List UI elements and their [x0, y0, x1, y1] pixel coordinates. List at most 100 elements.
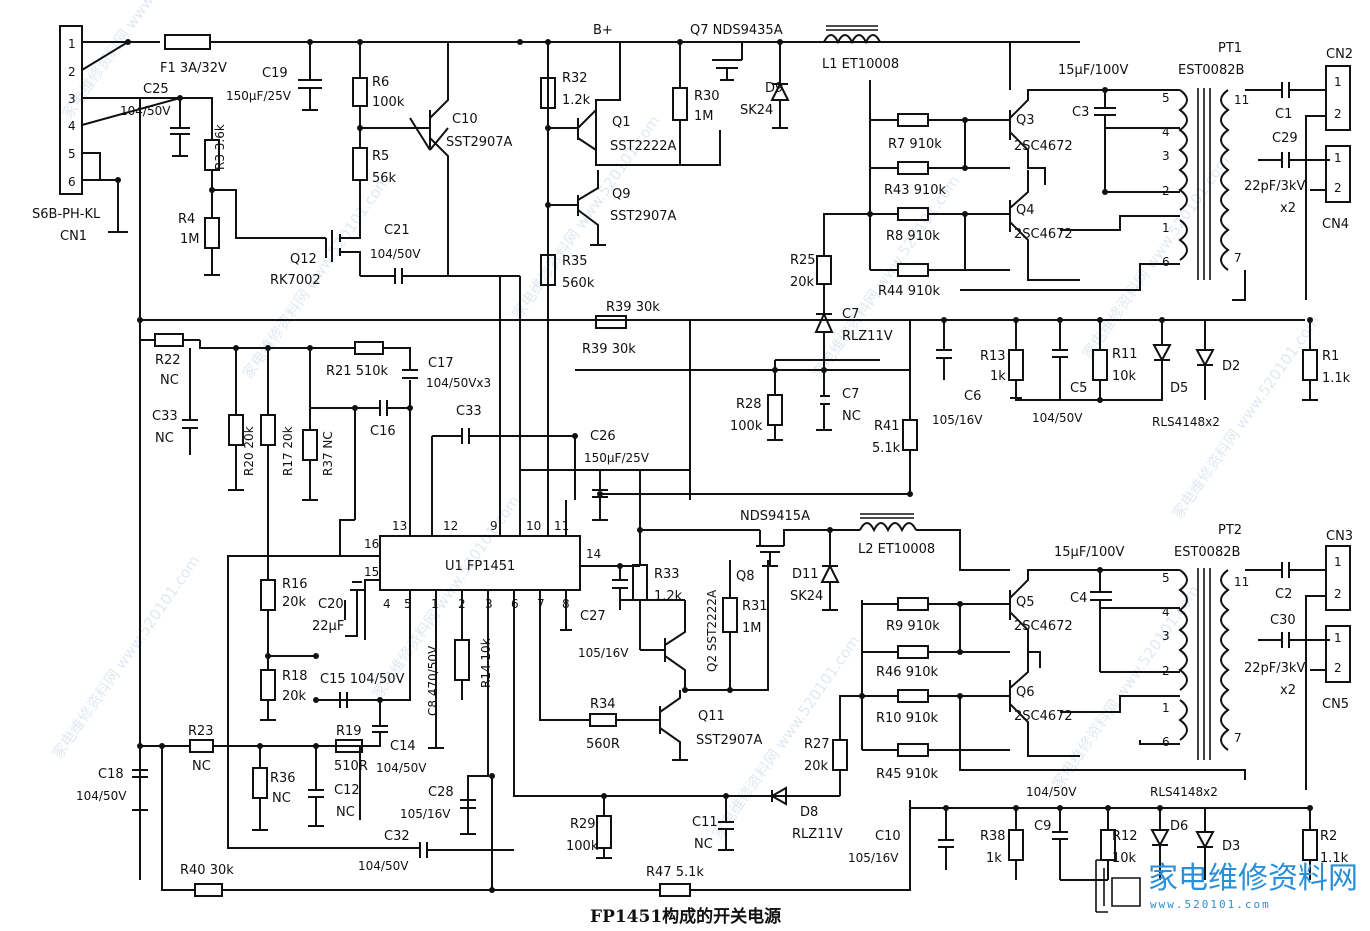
r38-label: R38 — [980, 829, 1006, 844]
c12-value: NC — [336, 805, 355, 820]
c10b-value: 105/16V — [848, 851, 899, 865]
r30-label: R30 — [694, 89, 720, 104]
connector-cn3 — [1325, 545, 1351, 611]
r36-value: NC — [272, 791, 291, 806]
resistor-r5 — [352, 147, 368, 181]
c6-label: C6 — [964, 389, 981, 404]
c27-label: C27 — [580, 609, 606, 624]
q7-label: Q7 NDS9435A — [690, 23, 783, 38]
pt-pin: 11 — [1234, 93, 1249, 107]
q9-label: Q9 — [612, 187, 631, 202]
r43-label: R43 910k — [884, 183, 947, 198]
q5-label: Q5 — [1016, 595, 1035, 610]
r27-value: 20k — [804, 759, 829, 774]
pt1-cap: 15μF/100V — [1058, 63, 1128, 78]
cn5-label: CN5 — [1322, 697, 1349, 712]
resistor-r40 — [194, 883, 223, 897]
c10b-label: C10 — [875, 829, 901, 844]
r3-label: R3 3.6k — [213, 124, 227, 170]
r37-label: R37 NC — [321, 431, 335, 476]
r20-label: R20 20k — [242, 426, 256, 476]
resistor-r39 — [595, 315, 627, 329]
pt-pin: 4 — [1162, 605, 1170, 619]
q3-part: 2SC4672 — [1014, 139, 1073, 154]
resistor-r46 — [897, 645, 929, 659]
r31-label: R31 — [742, 599, 768, 614]
pt-pin: 7 — [1234, 251, 1242, 265]
r9-label: R9 910k — [886, 619, 940, 634]
resistor-r32 — [540, 77, 556, 109]
c17-label: C17 — [428, 356, 454, 371]
r14-label: R14 10k — [479, 638, 493, 688]
r4-label: R4 — [178, 212, 195, 227]
hv2-label: 22pF/3kV — [1244, 661, 1305, 676]
r12-label: R12 — [1112, 829, 1138, 844]
r11-label: R11 — [1112, 347, 1138, 362]
resistor-r10 — [897, 689, 929, 703]
r34-label: R34 — [590, 697, 616, 712]
r27-label: R27 — [804, 737, 830, 752]
q12-part: RK7002 — [270, 273, 321, 288]
l1-label: L1 ET10008 — [822, 57, 899, 72]
cn3-label: CN3 — [1326, 529, 1353, 544]
r13-label: R13 — [980, 349, 1006, 364]
c28-value: 105/16V — [400, 807, 451, 821]
watermark: 家电维修资料网 www.520101.com — [1049, 582, 1204, 792]
pin-label: 3 — [68, 92, 76, 106]
logo-url: www.520101.com — [1150, 898, 1271, 911]
r8-label: R8 910k — [886, 229, 940, 244]
c19-value: 150μF/25V — [226, 89, 292, 103]
r46-label: R46 910k — [876, 665, 939, 680]
d3-label: D3 — [1222, 839, 1240, 854]
resistor-r41 — [902, 419, 918, 451]
resistor-r17 — [260, 414, 276, 446]
c10-part: SST2907A — [446, 135, 513, 150]
ic-pin: 12 — [443, 519, 458, 533]
resistor-r13 — [1008, 349, 1024, 381]
hv1-label: 22pF/3kV — [1244, 179, 1305, 194]
pt-pin: 6 — [1162, 735, 1170, 749]
resistor-r37 — [302, 429, 318, 461]
cn-pin: 2 — [1334, 107, 1342, 121]
r16-value: 20k — [282, 595, 307, 610]
ic-pin: 10 — [526, 519, 541, 533]
ic-pin: 1 — [431, 597, 439, 611]
c16-label: C16 — [370, 424, 396, 439]
c5-value: 104/50V — [1032, 411, 1083, 425]
r39-full: R39 30k — [582, 342, 636, 357]
c18-value: 104/50V — [76, 789, 127, 803]
fuse-f1 — [164, 34, 211, 50]
ic-pin: 5 — [404, 597, 412, 611]
ic-pin: 9 — [490, 519, 498, 533]
resistor-r31 — [722, 597, 738, 633]
r19-value: 510R — [334, 759, 368, 774]
c19-label: C19 — [262, 66, 288, 81]
c32-value: 104/50V — [358, 859, 409, 873]
q1-part: SST2222A — [610, 139, 677, 154]
cn-pin: 1 — [1334, 555, 1342, 569]
c2-label: C2 — [1275, 587, 1292, 602]
c21-value: 104/50V — [370, 247, 421, 261]
resistor-r33 — [632, 564, 648, 601]
logo-text: 家电维修资料网 — [1148, 861, 1358, 896]
ic-pin: 16 — [364, 537, 379, 551]
r33-label: R33 — [654, 567, 680, 582]
r39-label: R39 30k — [606, 300, 660, 315]
resistor-r14 — [454, 639, 470, 681]
c25-value: 104/50V — [120, 104, 171, 118]
c5-label: C5 — [1070, 381, 1087, 396]
cn-pin: 1 — [1334, 631, 1342, 645]
r41-label: R41 — [874, 419, 900, 434]
fuse-label: F1 3A/32V — [160, 61, 227, 76]
cn2-label: CN2 — [1326, 47, 1353, 62]
pt1-pins: 5 4 3 2 1 6 11 7 — [1162, 91, 1249, 269]
pt-pin: 1 — [1162, 701, 1170, 715]
d5-part: RLS4148x2 — [1152, 415, 1220, 429]
resistor-r22 — [154, 333, 184, 347]
resistor-r1 — [1302, 349, 1318, 381]
r30-value: 1M — [694, 109, 714, 124]
d5-label: D5 — [1170, 381, 1188, 396]
pt2-cap: 15μF/100V — [1054, 545, 1124, 560]
q8-label: Q8 — [736, 569, 755, 584]
